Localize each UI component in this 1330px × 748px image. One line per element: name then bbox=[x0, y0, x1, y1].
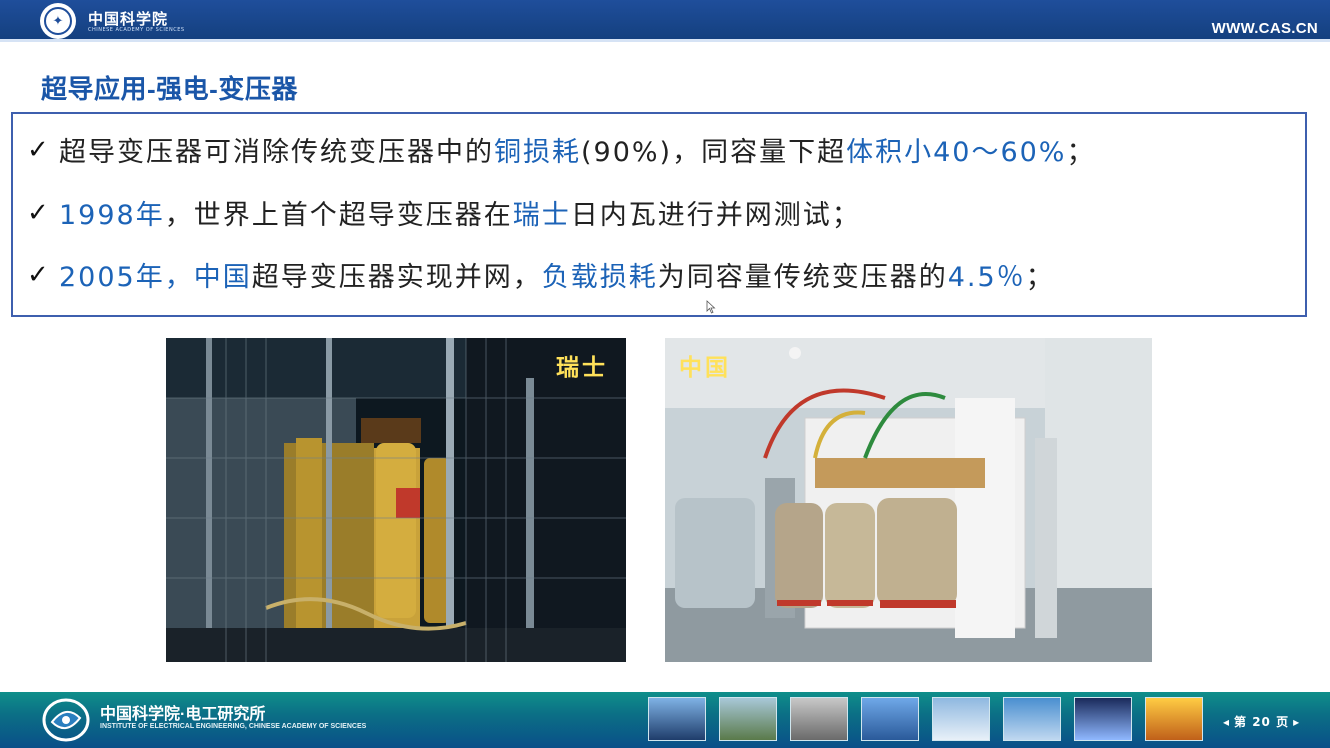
china-transformer-image bbox=[665, 338, 1152, 662]
thumbnail-6 bbox=[1003, 697, 1061, 741]
iee-logo-icon bbox=[42, 698, 90, 742]
bullet-text: ； bbox=[1025, 262, 1055, 293]
photo-label-swiss: 瑞士 bbox=[556, 354, 608, 381]
check-icon: ✓ bbox=[27, 259, 51, 290]
org-name: 中国科学院 bbox=[88, 10, 169, 28]
photo-swiss-transformer: 瑞士 bbox=[166, 338, 626, 662]
thumbnail-1 bbox=[648, 697, 706, 741]
bullet-text: 日内瓦进行并网测试； bbox=[570, 200, 861, 231]
cas-logo-icon: ✦ bbox=[40, 3, 76, 39]
mouse-cursor-icon bbox=[706, 300, 716, 314]
bullet-highlight: 2005年，中国 bbox=[59, 262, 252, 293]
top-banner: ✦ 中国科学院 CHINESE ACADEMY OF SCIENCES WWW.… bbox=[0, 0, 1330, 42]
thumbnail-7 bbox=[1074, 697, 1132, 741]
page-number: 第 20 页 bbox=[1234, 715, 1290, 729]
thumbnail-8 bbox=[1145, 697, 1203, 741]
page-indicator: ◂ 第 20 页 ▸ bbox=[1223, 713, 1300, 730]
thumbnail-4 bbox=[861, 697, 919, 741]
institute-name: 中国科学院·电工研究所 bbox=[100, 706, 266, 723]
bullet-highlight: 负载损耗 bbox=[541, 262, 658, 293]
bullet-2: ✓ 1998年，世界上首个超导变压器在瑞士日内瓦进行并网测试； bbox=[27, 193, 861, 232]
thumbnail-5 bbox=[932, 697, 990, 741]
swiss-transformer-image bbox=[166, 338, 626, 662]
bullet-text: 超导变压器可消除传统变压器中的 bbox=[59, 137, 494, 168]
photo-label-china: 中国 bbox=[679, 354, 731, 381]
bullet-highlight: 体积小40～60% bbox=[846, 137, 1067, 168]
bullet-highlight: 铜损耗 bbox=[494, 137, 581, 168]
bullet-text: ； bbox=[1066, 137, 1096, 168]
check-icon: ✓ bbox=[27, 134, 51, 165]
bullet-text: ，世界上首个超导变压器在 bbox=[164, 200, 513, 231]
slide-title: 超导应用-强电-变压器 bbox=[41, 74, 298, 104]
bullet-box: ✓ 超导变压器可消除传统变压器中的铜损耗(90%)，同容量下超体积小40～60%… bbox=[11, 112, 1307, 317]
website-url: WWW.CAS.CN bbox=[1211, 20, 1318, 37]
thumbnail-3 bbox=[790, 697, 848, 741]
check-icon: ✓ bbox=[27, 197, 51, 228]
bottom-banner: 中国科学院·电工研究所 INSTITUTE OF ELECTRICAL ENGI… bbox=[0, 692, 1330, 748]
thumbnail-2 bbox=[719, 697, 777, 741]
org-subname: CHINESE ACADEMY OF SCIENCES bbox=[88, 27, 185, 33]
next-page-icon[interactable]: ▸ bbox=[1293, 714, 1301, 729]
bullet-highlight: 1998年 bbox=[59, 200, 165, 231]
bullet-text: 超导变压器实现并网， bbox=[251, 262, 542, 293]
bullet-text: 为同容量传统变压器的 bbox=[657, 262, 948, 293]
bullet-1: ✓ 超导变压器可消除传统变压器中的铜损耗(90%)，同容量下超体积小40～60%… bbox=[27, 130, 1095, 169]
prev-page-icon[interactable]: ◂ bbox=[1223, 714, 1231, 729]
bullet-highlight: 瑞士 bbox=[512, 200, 571, 231]
institute-subname: INSTITUTE OF ELECTRICAL ENGINEERING, CHI… bbox=[100, 723, 367, 730]
photo-china-transformer: 中国 bbox=[665, 338, 1152, 662]
bullet-highlight: 4.5％ bbox=[947, 262, 1026, 293]
bullet-text: (90%)，同容量下超 bbox=[581, 137, 847, 168]
